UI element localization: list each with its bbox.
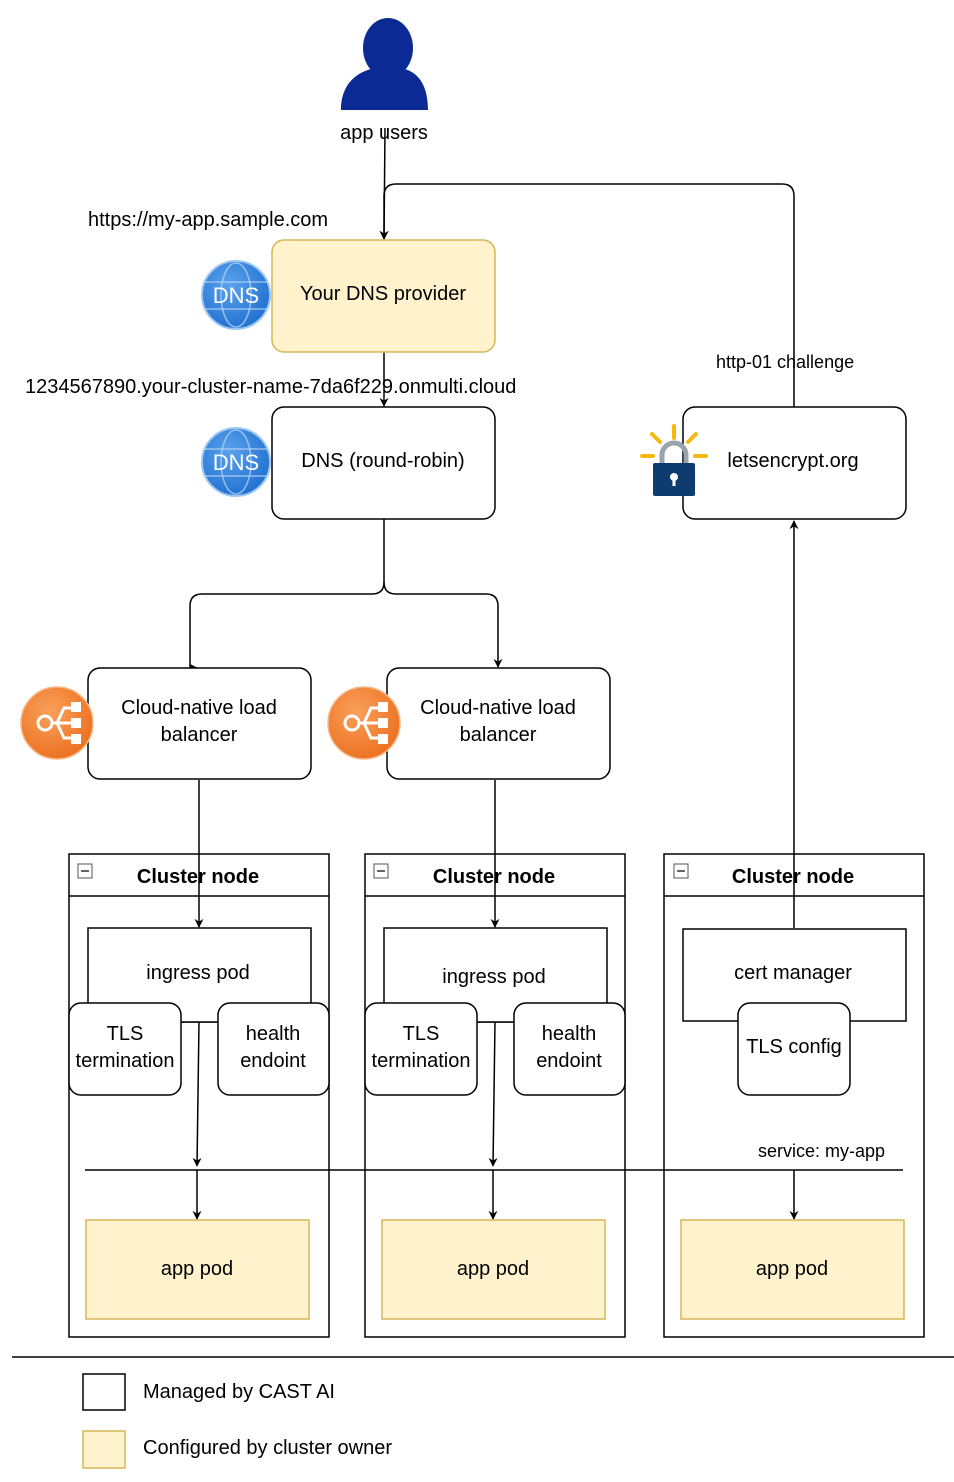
tls-termination-box: TLS termination — [364, 1002, 478, 1096]
svg-text:Cloud-native load: Cloud-native load — [121, 697, 277, 719]
cluster-node-title: Cluster node — [433, 866, 555, 888]
svg-text:TLS config: TLS config — [746, 1036, 842, 1058]
legend-configured-swatch — [82, 1430, 126, 1469]
load-balancer-icon — [20, 686, 94, 760]
svg-text:DNS: DNS — [213, 283, 259, 308]
dns-provider-box — [271, 239, 496, 353]
cluster-node-title: Cluster node — [137, 866, 259, 888]
svg-text:DNS: DNS — [213, 450, 259, 475]
app-users-label: app users — [340, 122, 428, 144]
svg-text:termination: termination — [372, 1050, 471, 1072]
collapse-icon[interactable] — [77, 863, 93, 879]
http-challenge-label: http-01 challenge — [716, 352, 854, 372]
app-pod-label: app pod — [457, 1258, 529, 1280]
cluster-node-3 — [663, 853, 925, 1338]
tls-termination-box: TLS termination — [68, 1002, 182, 1096]
svg-text:TLS: TLS — [403, 1023, 440, 1045]
cluster-node-1 — [68, 853, 330, 1338]
app-pod-box — [680, 1219, 905, 1320]
legend-configured-label: Configured by cluster owner — [143, 1437, 392, 1459]
connectors — [85, 127, 903, 1220]
dns-globe-icon: DNS — [201, 427, 271, 497]
load-balancer-icon — [327, 686, 401, 760]
collapse-icon[interactable] — [673, 863, 689, 879]
cluster-node-title: Cluster node — [732, 866, 854, 888]
svg-text:balancer: balancer — [460, 724, 537, 746]
app-url-label: https://my-app.sample.com — [88, 209, 328, 231]
tls-config-box: TLS config — [737, 1002, 851, 1096]
ingress-pod-label: ingress pod — [442, 966, 545, 988]
app-pod-box — [85, 1219, 310, 1320]
dns-round-robin-label: DNS (round-robin) — [301, 450, 464, 472]
cert-manager-label: cert manager — [734, 962, 852, 984]
svg-text:health: health — [246, 1023, 301, 1045]
dns-globe-icon: DNS — [201, 260, 271, 330]
legend-managed-label: Managed by CAST AI — [143, 1381, 335, 1403]
health-endpoint-box: health endoint — [513, 1002, 626, 1096]
service-label: service: my-app — [758, 1141, 885, 1161]
load-balancer-2: Cloud-native load balancer — [386, 667, 611, 780]
svg-text:Cloud-native load: Cloud-native load — [420, 697, 576, 719]
svg-text:TLS: TLS — [107, 1023, 144, 1045]
cluster-dns-label: 1234567890.your-cluster-name-7da6f229.on… — [25, 376, 516, 398]
svg-text:balancer: balancer — [161, 724, 238, 746]
svg-text:endoint: endoint — [536, 1050, 602, 1072]
app-pod-label: app pod — [756, 1258, 828, 1280]
app-pod-box — [381, 1219, 606, 1320]
svg-text:health: health — [542, 1023, 597, 1045]
app-pod-label: app pod — [161, 1258, 233, 1280]
svg-text:termination: termination — [76, 1050, 175, 1072]
load-balancer-1: Cloud-native load balancer — [87, 667, 312, 780]
health-endpoint-box: health endoint — [217, 1002, 330, 1096]
cluster-node-2 — [364, 853, 626, 1338]
user-icon — [341, 18, 428, 110]
dns-round-robin-box — [271, 406, 496, 520]
lock-icon — [640, 424, 708, 496]
svg-text:endoint: endoint — [240, 1050, 306, 1072]
dns-provider-label: Your DNS provider — [300, 283, 466, 305]
letsencrypt-label: letsencrypt.org — [727, 450, 858, 472]
legend-managed-swatch — [82, 1373, 126, 1411]
ingress-pod-label: ingress pod — [146, 962, 249, 984]
collapse-icon[interactable] — [373, 863, 389, 879]
